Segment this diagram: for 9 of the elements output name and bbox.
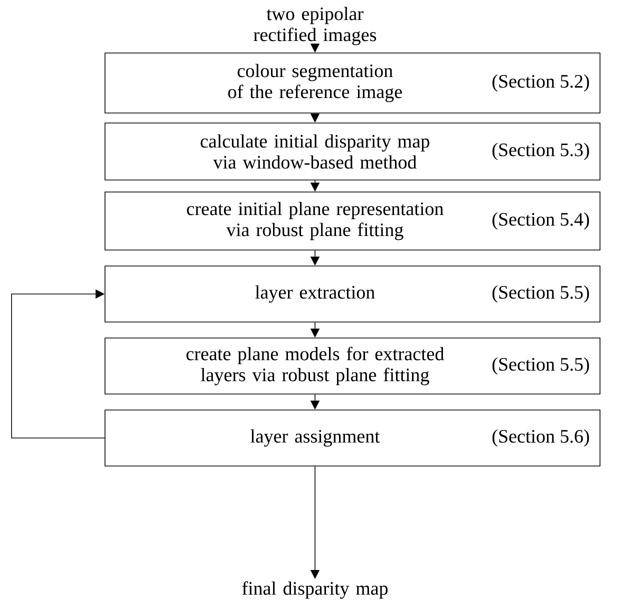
process-box: layer extraction (Section 5.5) [104, 266, 600, 322]
process-box: layer assignment (Section 5.6) [104, 410, 600, 466]
arrow [11, 289, 105, 438]
text-label: two epipolar rectified images [254, 6, 376, 46]
process-box: colour segmentation of the reference image (Section 5.2) [104, 52, 600, 114]
process-box: create initial plane representation via robust plane fitting (Section 5.4) [104, 192, 600, 250]
process-box: calculate initial disparity map via window-based method (Section 5.3) [104, 122, 600, 180]
text-label: final disparity map [242, 581, 388, 599]
process-box: create plane models for extracted layers via robust plane fitting (Section 5.5) [104, 338, 600, 394]
